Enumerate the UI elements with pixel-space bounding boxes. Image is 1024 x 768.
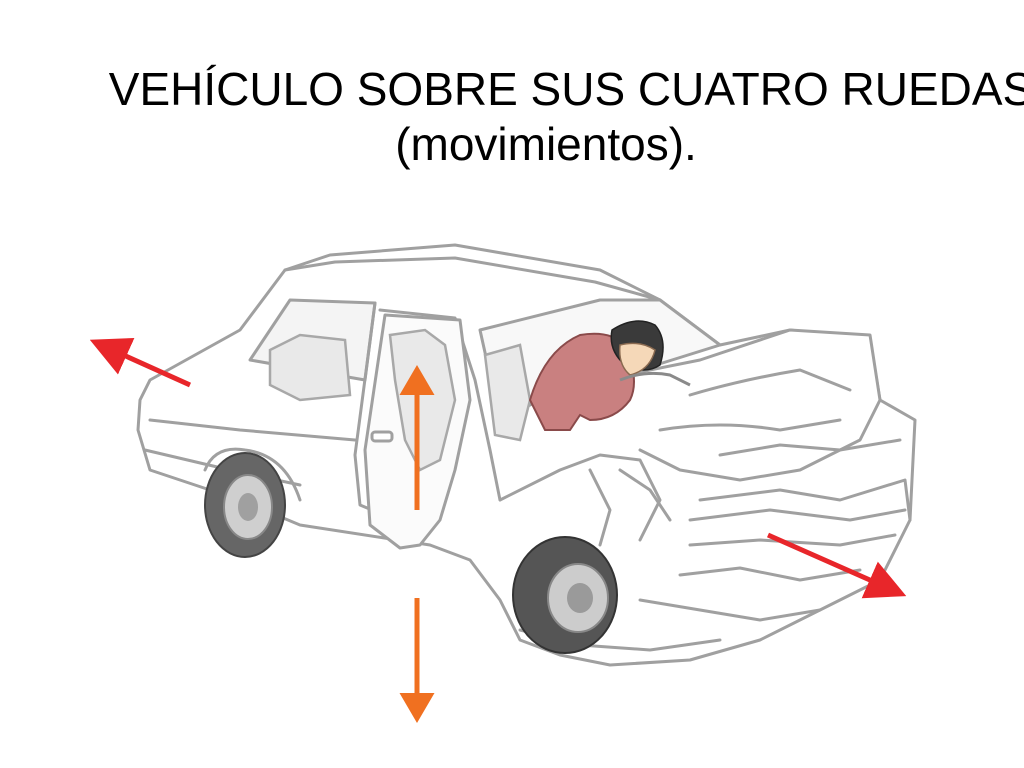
front-wheel [512, 536, 618, 654]
arrow-up-left-icon [89, 337, 192, 388]
title-line-1: VEHÍCULO SOBRE SUS CUATRO RUEDAS [108, 63, 1024, 115]
slide-title: VEHÍCULO SOBRE SUS CUATRO RUEDAS (movimi… [40, 62, 1024, 172]
title-line-2: (movimientos). [395, 118, 697, 171]
arrow-down-right-icon [766, 532, 907, 599]
driver-figure [528, 320, 691, 431]
rear-wheel [204, 452, 286, 558]
